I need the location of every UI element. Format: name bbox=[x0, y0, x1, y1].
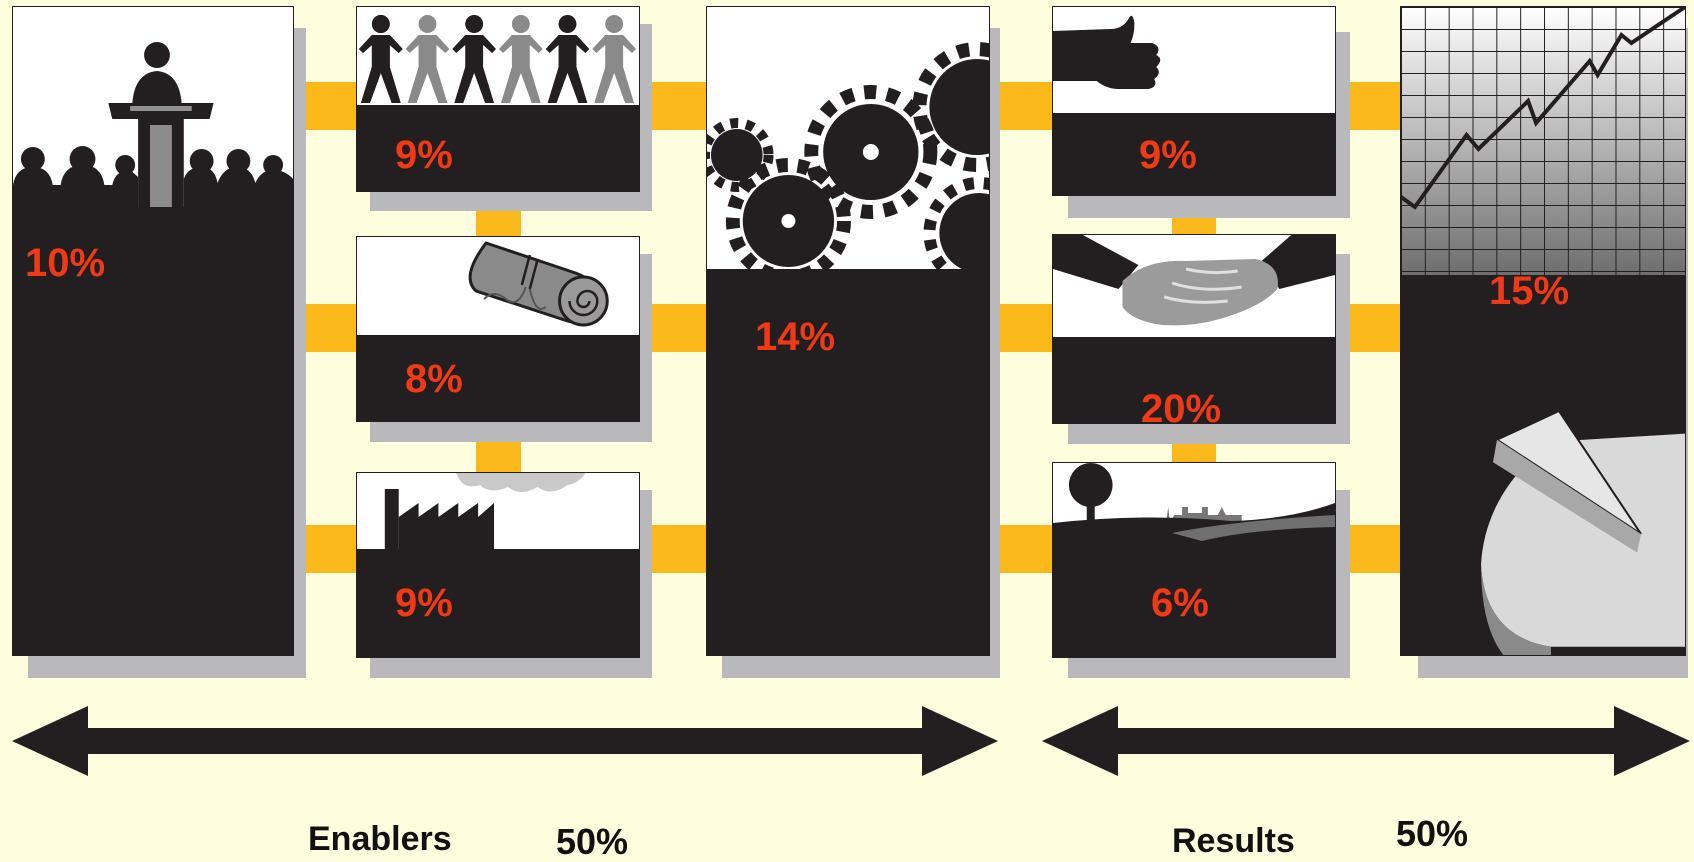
landscape-icon bbox=[1053, 463, 1335, 553]
image-panel bbox=[1053, 7, 1335, 113]
image-panel bbox=[357, 237, 639, 335]
criterion-box-leadership: 10% bbox=[12, 6, 294, 656]
criterion-percent: 6% bbox=[1151, 581, 1209, 625]
handshake-icon bbox=[1053, 235, 1335, 326]
thumbs-up-icon bbox=[1053, 15, 1161, 89]
criterion-percent: 20% bbox=[1141, 387, 1222, 424]
image-panel bbox=[1053, 463, 1335, 553]
image-panel bbox=[1053, 235, 1335, 337]
enablers-label: Enablers bbox=[308, 820, 452, 858]
criterion-percent: 9% bbox=[1139, 133, 1197, 177]
image-panel bbox=[13, 7, 293, 207]
criterion-box-customer-results: 20% bbox=[1052, 234, 1336, 424]
double-arrow-results bbox=[1042, 706, 1690, 776]
criterion-percent: 15% bbox=[1489, 269, 1570, 313]
speaker-podium-icon bbox=[13, 42, 293, 207]
criterion-box-policy-strategy: 8% bbox=[356, 236, 640, 422]
image-panel bbox=[707, 7, 989, 269]
scroll-icon bbox=[468, 241, 609, 327]
double-arrow-enablers bbox=[12, 706, 998, 776]
criterion-percent: 9% bbox=[395, 133, 453, 177]
criterion-percent: 10% bbox=[25, 241, 106, 285]
criterion-percent: 14% bbox=[755, 315, 836, 359]
criterion-box-key-results: 15% bbox=[1400, 6, 1686, 656]
results-percent: 50% bbox=[1396, 813, 1469, 854]
pie-chart-icon bbox=[1481, 411, 1685, 655]
growth-chart-icon bbox=[1401, 7, 1685, 275]
results-label: Results bbox=[1172, 822, 1295, 860]
criterion-box-processes: 14% bbox=[706, 6, 990, 656]
criterion-box-partnerships-resources: 9% bbox=[356, 472, 640, 658]
image-panel bbox=[357, 473, 639, 549]
enablers-percent: 50% bbox=[556, 821, 629, 862]
criterion-box-people: 9% bbox=[356, 6, 640, 192]
image-panel bbox=[1401, 7, 1685, 275]
criterion-percent: 9% bbox=[395, 581, 453, 625]
criterion-box-society-results: 6% bbox=[1052, 462, 1336, 658]
paper-people-chain-icon bbox=[358, 15, 637, 103]
factory-icon bbox=[384, 473, 586, 549]
criterion-percent: 8% bbox=[405, 357, 463, 401]
gears-icon bbox=[707, 42, 989, 269]
image-panel bbox=[357, 7, 639, 105]
criterion-box-people-results: 9% bbox=[1052, 6, 1336, 196]
